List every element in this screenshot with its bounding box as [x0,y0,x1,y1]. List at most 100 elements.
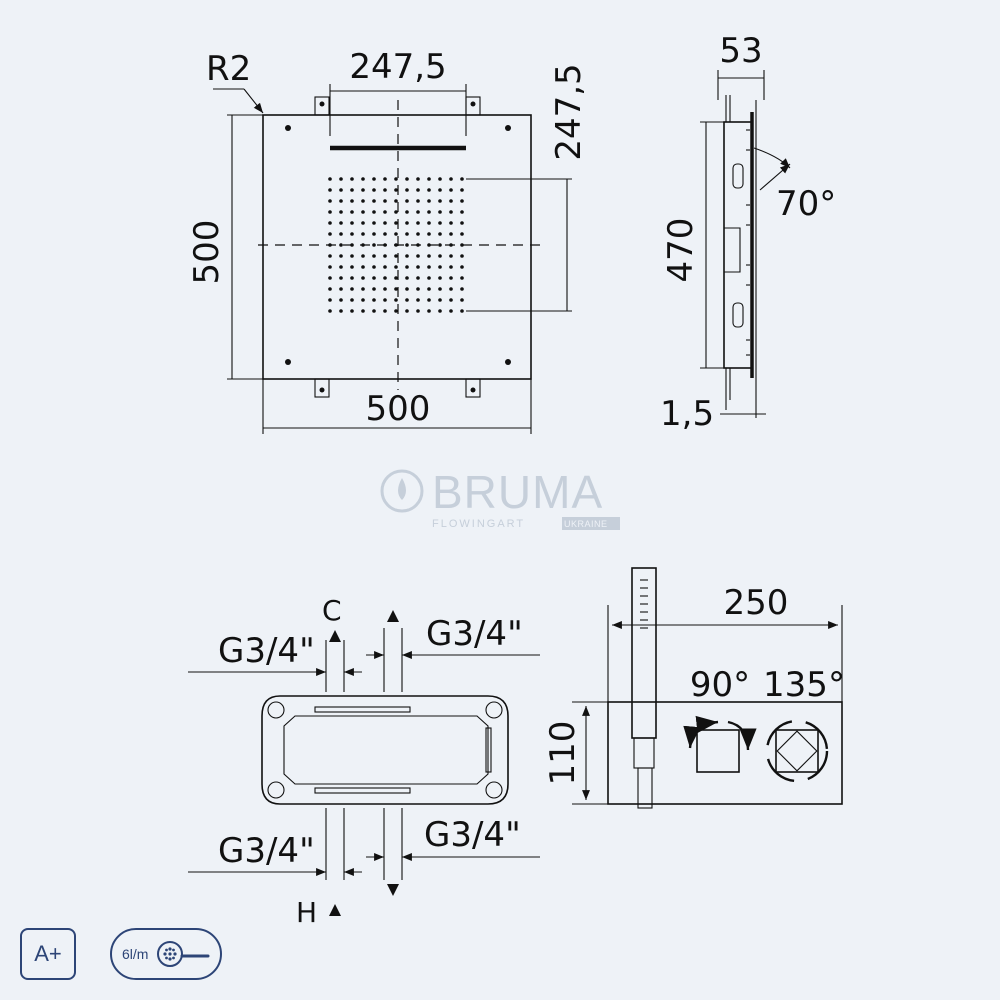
valve-body [261,695,509,805]
nozzle-dot [449,210,453,214]
nozzle-dot [427,276,431,280]
nozzle-dot [416,265,420,269]
nozzle-dot [394,199,398,203]
shower-head-icon [157,941,210,967]
nozzle-dot [372,298,376,302]
nozzle-dot [394,309,398,313]
nozzle-dot [372,265,376,269]
nozzle-dot [449,199,453,203]
nozzle-dot [449,276,453,280]
nozzle-dot [449,309,453,313]
nozzle-dot [460,276,464,280]
nozzle-dot [427,287,431,291]
nozzle-dot [350,265,354,269]
nozzle-dot [350,232,354,236]
nozzle-dot [449,265,453,269]
nozzle-dot [361,232,365,236]
nozzle-dot [372,276,376,280]
nozzle-dot [438,298,442,302]
dim-panel-height: 110 [543,721,583,786]
nozzle-dot [361,177,365,181]
dim-top-width: 247,5 [349,47,446,87]
nozzle-dot [427,254,431,258]
nozzle-dot [361,298,365,302]
nozzle-dot [361,188,365,192]
nozzle-dot [438,276,442,280]
nozzle-dot [328,254,332,258]
nozzle-dot [416,309,420,313]
nozzle-dot [361,199,365,203]
nozzle-dot [460,254,464,258]
nozzle-dot [438,188,442,192]
nozzle-dot [383,276,387,280]
diverter-knob-icon [696,729,740,773]
nozzle-dot [438,210,442,214]
nozzle-dot [449,298,453,302]
nozzle-dot [416,177,420,181]
nozzle-dot [350,188,354,192]
nozzle-dot [427,265,431,269]
nozzle-dot [372,177,376,181]
handle-view: 250 110 90° 135° [543,567,845,809]
brand-watermark: BRUMA FLOWINGART UKRAINE [380,466,620,530]
hot-label: H [296,896,317,929]
nozzle-dot [416,287,420,291]
nozzle-dot [383,254,387,258]
nozzle-dot [372,188,376,192]
nozzle-dot [361,287,365,291]
nozzle-dot [339,210,343,214]
front-view: 247,5 R2 500 500 247,5 [187,47,589,434]
nozzle-dot [328,265,332,269]
nozzle-dot [372,199,376,203]
nozzle-dot [350,199,354,203]
nozzle-dot [394,254,398,258]
flow-rate-label: 6l/m [122,946,149,962]
nozzle-dot [394,298,398,302]
nozzle-dot [328,199,332,203]
nozzle-dot [460,232,464,236]
thread-bottom-left: G3/4" [218,831,315,871]
nozzle-dot [350,287,354,291]
nozzle-dot [460,210,464,214]
nozzle-dot [427,188,431,192]
dim-side-height-470: 470 [661,218,701,283]
nozzle-dot [339,177,343,181]
nozzle-dot [416,232,420,236]
nozzle-dot [449,254,453,258]
brand-name: BRUMA [432,466,603,518]
nozzle-dot [383,188,387,192]
nozzle-dot [405,221,409,225]
brand-tagline: FLOWINGART [432,518,525,530]
nozzle-dot [350,309,354,313]
nozzle-dot [383,210,387,214]
nozzle-dot [383,265,387,269]
nozzle-dot [339,298,343,302]
nozzle-dot [328,309,332,313]
nozzle-dot [328,177,332,181]
nozzle-dot [361,276,365,280]
shower-plate-outline [262,114,532,380]
dim-side-height: 247,5 [549,63,589,160]
nozzle-dot [339,188,343,192]
nozzle-dot [405,265,409,269]
nozzle-dot [449,287,453,291]
nozzle-dot [427,309,431,313]
nozzle-dot [328,276,332,280]
nozzle-dot [460,309,464,313]
bracket-slot-icon [732,302,744,328]
side-body [723,121,753,369]
nozzle-dot [350,298,354,302]
dim-depth: 53 [719,31,762,71]
nozzle-dot [328,232,332,236]
nozzle-dot [460,221,464,225]
nozzle-dot [416,276,420,280]
nozzle-dot [416,199,420,203]
nozzle-dot [394,221,398,225]
nozzle-dot [438,232,442,236]
nozzle-dot [339,254,343,258]
nozzle-dot [416,188,420,192]
dim-corner-radius: R2 [206,49,251,89]
nozzle-dot [405,254,409,258]
nozzle-dot [339,276,343,280]
